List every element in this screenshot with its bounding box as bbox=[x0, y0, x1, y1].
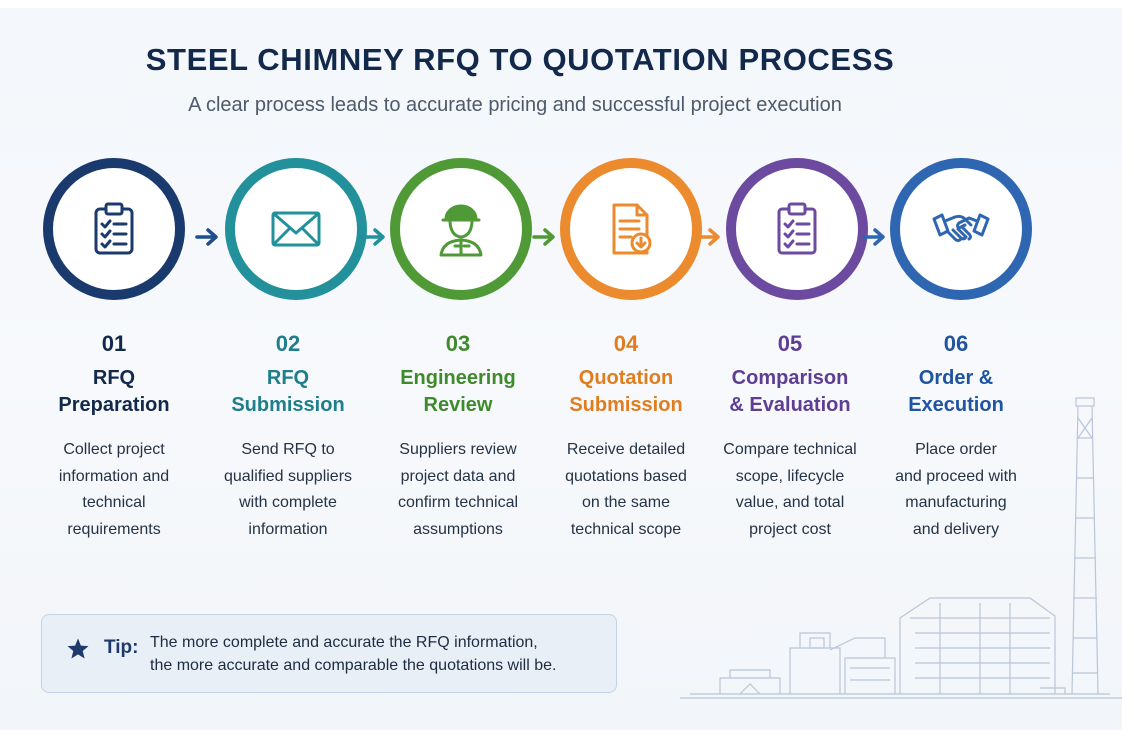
step-label: Engineering Review bbox=[400, 367, 516, 416]
engineer-hardhat-icon bbox=[439, 204, 483, 257]
step-number: 02 bbox=[275, 331, 301, 356]
arrow-02-03 bbox=[362, 228, 385, 246]
step-06: 06 Order & Execution Place order and pro… bbox=[871, 331, 1041, 543]
step-description: Send RFQ to qualified suppliers with com… bbox=[223, 441, 353, 538]
factory-chimney-illustration bbox=[680, 397, 1122, 699]
star-icon bbox=[67, 638, 89, 659]
step-02-ring bbox=[225, 158, 367, 300]
step-number: 01 bbox=[101, 331, 127, 356]
page-subtitle: A clear process leads to accurate pricin… bbox=[188, 94, 842, 116]
arrow-05-06 bbox=[862, 228, 885, 246]
step-description: Suppliers review project data and confir… bbox=[397, 441, 519, 538]
step-01: 01 RFQ Preparation Collect project infor… bbox=[29, 331, 199, 543]
step-description: Receive detailed quotations based on the… bbox=[565, 441, 687, 538]
quotation-document-icon bbox=[612, 203, 652, 255]
infographic-panel: STEEL CHIMNEY RFQ TO QUOTATION PROCESS A… bbox=[0, 8, 1122, 730]
step-number: 06 bbox=[943, 331, 969, 356]
step-description: Place order and proceed with manufacturi… bbox=[895, 441, 1017, 538]
page-title: STEEL CHIMNEY RFQ TO QUOTATION PROCESS bbox=[145, 42, 895, 77]
arrow-01-02 bbox=[195, 228, 218, 246]
step-label: Order & Execution bbox=[908, 367, 1004, 416]
step-label: Comparison & Evaluation bbox=[729, 367, 851, 416]
step-number: 04 bbox=[613, 331, 639, 356]
arrow-03-04 bbox=[532, 228, 555, 246]
step-number: 03 bbox=[445, 331, 471, 356]
step-label: Quotation Submission bbox=[569, 367, 683, 416]
tip-box: Tip: The more complete and accurate the … bbox=[41, 614, 617, 693]
step-number: 05 bbox=[777, 331, 803, 356]
arrow-04-05 bbox=[697, 228, 720, 246]
clipboard-checklist-icon bbox=[94, 202, 134, 255]
step-label: RFQ Submission bbox=[231, 367, 345, 416]
step-04-ring bbox=[560, 158, 702, 300]
step-label: RFQ Preparation bbox=[58, 367, 170, 416]
step-03-ring bbox=[390, 158, 532, 300]
tip-label: Tip: bbox=[104, 637, 139, 658]
step-05: 05 Comparison & Evaluation Compare techn… bbox=[705, 331, 875, 543]
step-06-ring bbox=[890, 158, 1032, 300]
step-05-ring bbox=[726, 158, 868, 300]
step-01-ring bbox=[43, 158, 185, 300]
step-02: 02 RFQ Submission Send RFQ to qualified … bbox=[203, 331, 373, 543]
tip-text: The more complete and accurate the RFQ i… bbox=[150, 634, 557, 674]
arrow-shape bbox=[195, 228, 218, 246]
handshake-icon bbox=[932, 213, 990, 242]
step-04: 04 Quotation Submission Receive detailed… bbox=[541, 331, 711, 543]
step-03: 03 Engineering Review Suppliers review p… bbox=[373, 331, 543, 543]
step-description: Collect project information and technica… bbox=[58, 441, 170, 538]
right-margin bbox=[1122, 0, 1134, 738]
step-description: Compare technical scope, lifecycle value… bbox=[723, 441, 857, 538]
evaluation-checklist-icon bbox=[777, 202, 817, 255]
envelope-icon bbox=[271, 211, 321, 247]
